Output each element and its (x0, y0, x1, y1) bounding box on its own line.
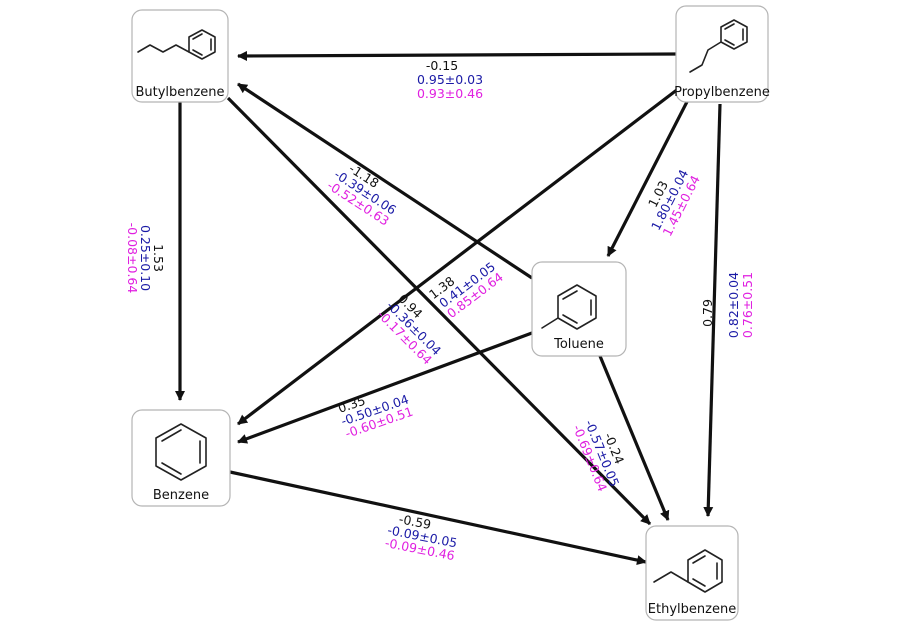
propylbenzene-structure-icon (689, 19, 748, 73)
node-label-propylbenzene: Propylbenzene (674, 85, 770, 100)
annotation-value: 0.95±0.03 (417, 72, 483, 87)
node-propylbenzene[interactable]: Propylbenzene (674, 5, 770, 103)
annotation-benzene-ethylbenzene: -0.59 -0.09±0.05 -0.09±0.46 (384, 511, 459, 563)
annotation-propylbenzene-butylbenzene: -0.15 0.95±0.03 0.93±0.46 (417, 58, 483, 101)
edge-propylbenzene-butylbenzene (237, 50, 677, 61)
node-benzene[interactable]: Benzene (131, 409, 231, 507)
annotation-butylbenzene-benzene: 1.53 0.25±0.10 -0.08±0.64 (125, 223, 166, 294)
node-ethylbenzene[interactable]: Ethylbenzene (645, 525, 739, 621)
annotation-value: 0.25±0.10 (138, 225, 153, 291)
node-label-toluene: Toluene (553, 337, 604, 352)
edge-benzene-ethylbenzene (229, 470, 647, 565)
annotation-toluene-benzene: 0.35 -0.50±0.04 -0.60±0.51 (336, 391, 415, 440)
benzene-structure-icon (155, 423, 207, 481)
node-toluene[interactable]: Toluene (531, 261, 627, 357)
edge-butylbenzene-ethylbenzene (226, 96, 652, 526)
edge-propylbenzene-benzene (237, 84, 683, 426)
edge-propylbenzene-ethylbenzene (703, 103, 722, 517)
annotation-toluene-butylbenzene: -1.18 -0.39±0.06 -0.52±0.63 (325, 161, 400, 229)
edge-toluene-benzene (237, 328, 541, 444)
butylbenzene-structure-icon (137, 29, 216, 60)
node-butylbenzene[interactable]: Butylbenzene (131, 9, 229, 103)
edge-propylbenzene-toluene (606, 91, 694, 257)
annotation-value: 1.53 (151, 244, 166, 272)
annotation-value: -0.15 (426, 58, 458, 73)
annotation-value: -0.08±0.64 (125, 223, 140, 294)
edge-toluene-butylbenzene (237, 82, 533, 280)
edges (175, 50, 722, 565)
ethylbenzene-structure-icon (653, 549, 723, 593)
annotation-value: 0.76±0.51 (740, 272, 755, 338)
annotation-value: -0.59 (398, 511, 433, 532)
toluene-structure-icon (541, 284, 597, 330)
annotation-propylbenzene-ethylbenzene: 0.79 0.82±0.04 0.76±0.51 (700, 272, 755, 338)
annotation-value: 0.93±0.46 (417, 86, 483, 101)
edge-toluene-ethylbenzene (598, 355, 670, 521)
annotation-value: 0.82±0.04 (726, 272, 741, 338)
node-label-ethylbenzene: Ethylbenzene (648, 602, 736, 617)
node-label-benzene: Benzene (153, 488, 209, 503)
annotation-propylbenzene-toluene: 1.03 1.80±0.04 1.45±0.64 (645, 167, 703, 239)
annotation-value: 0.79 (700, 299, 715, 327)
node-label-butylbenzene: Butylbenzene (135, 85, 224, 100)
